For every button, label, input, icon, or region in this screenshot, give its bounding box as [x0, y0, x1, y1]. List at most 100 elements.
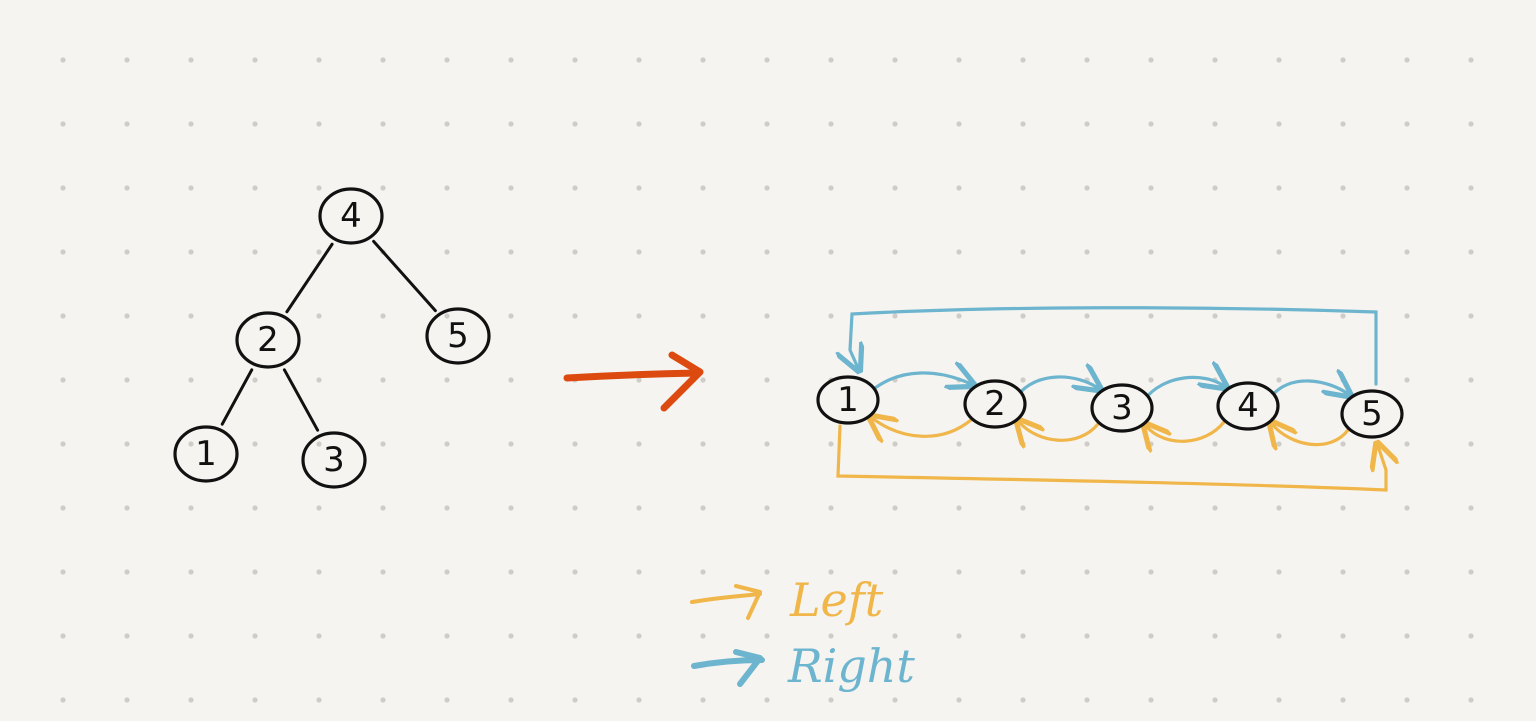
grid-dot — [124, 569, 130, 575]
tree-node-1: 1 — [173, 425, 239, 483]
list-node-label: 2 — [984, 384, 1006, 424]
grid-dot — [1084, 313, 1090, 319]
grid-dot — [1404, 697, 1410, 703]
grid-dot — [188, 377, 194, 383]
grid-dot — [892, 185, 898, 191]
grid-dot — [1276, 57, 1282, 63]
grid-dot — [572, 313, 578, 319]
grid-dot — [1020, 121, 1026, 127]
grid-dot — [444, 313, 450, 319]
grid-dot — [508, 697, 514, 703]
grid-dot — [828, 249, 834, 255]
grid-dot — [892, 313, 898, 319]
list-node-circle — [1216, 381, 1280, 431]
grid-dot — [316, 569, 322, 575]
grid-dot — [60, 697, 66, 703]
grid-dot — [1340, 505, 1346, 511]
left-link-1-5 — [836, 424, 1386, 492]
grid-dot — [572, 505, 578, 511]
grid-dot — [380, 697, 386, 703]
grid-dot — [764, 377, 770, 383]
tree-node-3: 3 — [301, 431, 367, 489]
grid-dot — [892, 697, 898, 703]
grid-dot — [124, 249, 130, 255]
grid-dot — [892, 505, 898, 511]
grid-dot — [124, 505, 130, 511]
grid-dot — [1212, 441, 1218, 447]
tree-edge-4-2 — [285, 242, 334, 314]
left-link-2-1 — [872, 418, 973, 436]
grid-dot — [572, 441, 578, 447]
grid-dot — [956, 121, 962, 127]
grid-dot — [1276, 313, 1282, 319]
grid-dot — [764, 697, 770, 703]
grid-dot — [1404, 313, 1410, 319]
grid-dot — [444, 377, 450, 383]
list-node-1: 1 — [816, 375, 880, 425]
grid-dot — [892, 121, 898, 127]
grid-dot — [572, 185, 578, 191]
grid-dot — [572, 249, 578, 255]
grid-dot — [700, 377, 706, 383]
list-node-3: 3 — [1090, 383, 1154, 433]
grid-dot — [1212, 57, 1218, 63]
list-node-label: 4 — [1237, 386, 1259, 426]
grid-dot — [1084, 633, 1090, 639]
grid-dot — [636, 57, 642, 63]
legend-left-label: Left — [789, 573, 884, 627]
grid-dot — [572, 57, 578, 63]
list-node-label: 5 — [1361, 394, 1383, 434]
grid-dot — [1148, 441, 1154, 447]
left-link-5-4 — [1272, 424, 1350, 445]
grid-dot — [444, 697, 450, 703]
grid-dot — [1020, 249, 1026, 255]
grid-dot — [636, 377, 642, 383]
grid-dot — [892, 249, 898, 255]
grid-dot — [636, 313, 642, 319]
grid-dot — [1468, 569, 1474, 575]
grid-dot — [1020, 633, 1026, 639]
legend-right-label: Right — [787, 639, 915, 693]
grid-dot — [380, 505, 386, 511]
grid-dot — [1468, 313, 1474, 319]
grid-dot — [1340, 441, 1346, 447]
grid-dot — [828, 633, 834, 639]
grid-dot — [700, 57, 706, 63]
grid-dot — [1020, 441, 1026, 447]
grid-dot — [252, 377, 258, 383]
grid-dot — [444, 633, 450, 639]
grid-dot — [252, 57, 258, 63]
grid-dot — [1404, 441, 1410, 447]
grid-dot — [764, 249, 770, 255]
grid-dot — [252, 505, 258, 511]
list-node-circle — [816, 375, 880, 425]
grid-dot — [572, 121, 578, 127]
grid-dot — [252, 441, 258, 447]
grid-dot — [700, 185, 706, 191]
grid-dot — [892, 57, 898, 63]
grid-dot — [380, 441, 386, 447]
grid-dot — [124, 313, 130, 319]
grid-dot — [380, 633, 386, 639]
grid-dot — [188, 185, 194, 191]
grid-dot — [764, 569, 770, 575]
right-link-3-4 — [1142, 377, 1224, 402]
grid-dot — [956, 569, 962, 575]
grid-dot — [764, 313, 770, 319]
grid-dot — [956, 249, 962, 255]
grid-dot — [700, 569, 706, 575]
grid-dot — [60, 313, 66, 319]
list-node-circle — [1340, 389, 1404, 439]
grid-dot — [1340, 313, 1346, 319]
grid-dot — [956, 441, 962, 447]
grid-dot — [1020, 697, 1026, 703]
grid-dot — [1276, 121, 1282, 127]
grid-dot — [636, 249, 642, 255]
grid-dot — [828, 569, 834, 575]
grid-dot — [252, 697, 258, 703]
grid-dot — [700, 633, 706, 639]
transform-arrow-shaft — [563, 369, 702, 382]
grid-dot — [892, 569, 898, 575]
